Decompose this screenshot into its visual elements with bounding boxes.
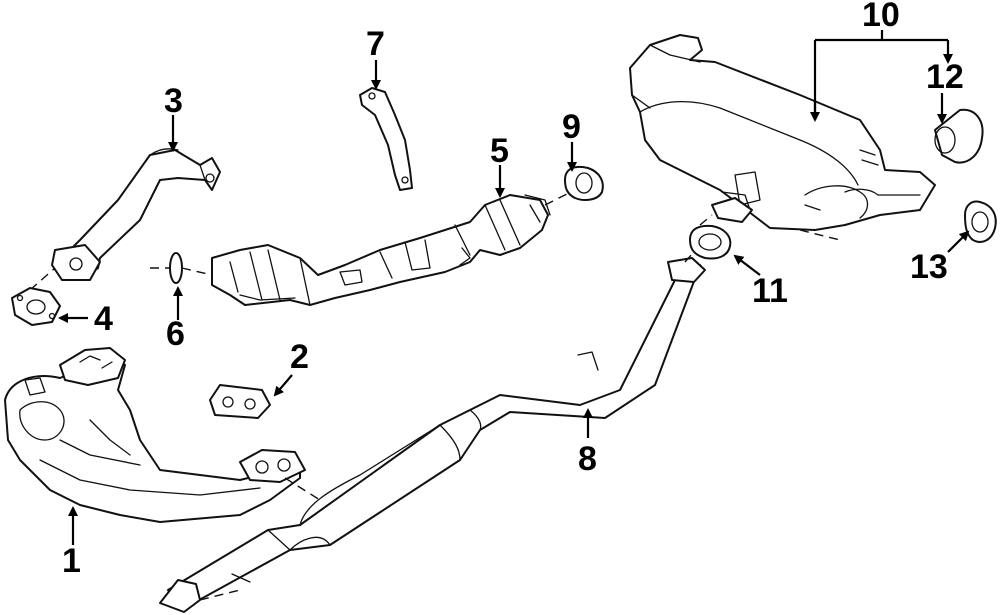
exhaust-manifold[interactable] <box>4 347 321 523</box>
clamp-ring[interactable] <box>564 165 604 201</box>
callout-1: 1 <box>62 542 81 580</box>
center-pipe-with-resonator[interactable] <box>159 244 706 613</box>
gasket-ring[interactable] <box>150 252 213 284</box>
callout-9: 9 <box>562 108 581 146</box>
callout-2: 2 <box>290 338 309 376</box>
callout-leaders <box>58 30 970 545</box>
callout-12: 12 <box>926 58 964 96</box>
callout-6: 6 <box>166 315 185 353</box>
callout-10: 10 <box>862 0 900 34</box>
rear-muffler[interactable] <box>629 34 936 241</box>
callout-5: 5 <box>490 132 509 170</box>
rubber-hanger[interactable] <box>964 200 997 243</box>
callout-13: 13 <box>910 248 948 286</box>
front-pipe[interactable] <box>29 148 221 291</box>
callout-labels: 1 2 3 4 5 6 7 8 9 10 11 12 13 <box>62 0 964 580</box>
callout-3: 3 <box>164 82 183 120</box>
flange-gasket[interactable] <box>11 287 61 326</box>
callout-11: 11 <box>752 272 788 310</box>
muffler-gasket[interactable] <box>689 197 753 260</box>
mounting-bracket[interactable] <box>359 87 413 191</box>
callout-8: 8 <box>578 440 597 478</box>
callout-7: 7 <box>366 25 385 63</box>
callout-4: 4 <box>94 300 113 338</box>
manifold-gasket[interactable] <box>209 384 271 419</box>
catalytic-converter[interactable] <box>211 189 576 306</box>
